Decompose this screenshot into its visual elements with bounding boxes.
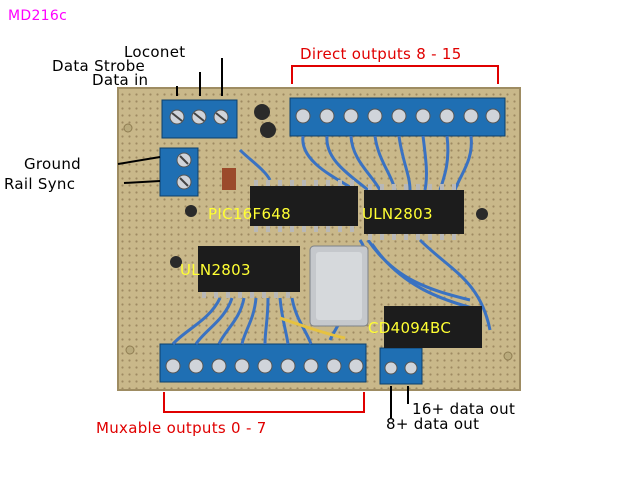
loconet-terminal-block xyxy=(161,99,238,139)
chip-pic16f648 xyxy=(250,180,358,232)
cd4094bc-chip-label: CD4094BC xyxy=(368,319,452,337)
muxable-outputs-terminal-strip xyxy=(159,343,367,383)
uln2803-right-chip-label: ULN2803 xyxy=(362,205,433,223)
chip-uln2803-left xyxy=(198,246,300,298)
data-out-16-label: 16+ data out xyxy=(412,400,516,418)
crystal-oscillator xyxy=(309,245,369,327)
pic16f648-chip-label: PIC16F648 xyxy=(208,205,291,223)
direct-outputs-terminal-strip xyxy=(289,97,506,137)
chip-uln2803-right xyxy=(364,184,464,240)
data-out-8-label: 8+ data out xyxy=(386,415,480,433)
direct-outputs-label: Direct outputs 8 - 15 xyxy=(300,45,462,63)
rail-sync-label: Rail Sync xyxy=(4,175,76,193)
data-in-label: Data in xyxy=(92,71,149,89)
muxable-outputs-label: Muxable outputs 0 - 7 xyxy=(96,419,267,437)
ground-label: Ground xyxy=(24,155,81,173)
uln2803-left-chip-label: ULN2803 xyxy=(180,261,251,279)
rail-sync-terminal-block xyxy=(159,147,199,197)
board-title: MD216c xyxy=(8,8,68,24)
chip-cd4094bc xyxy=(384,306,482,348)
pointer-lines xyxy=(117,58,409,418)
transistors xyxy=(170,104,488,268)
red-brackets xyxy=(163,65,499,413)
data-out-terminal-block xyxy=(379,347,423,385)
loconet-label: Loconet xyxy=(124,43,186,61)
data-strobe-label: Data Strobe xyxy=(52,57,146,75)
